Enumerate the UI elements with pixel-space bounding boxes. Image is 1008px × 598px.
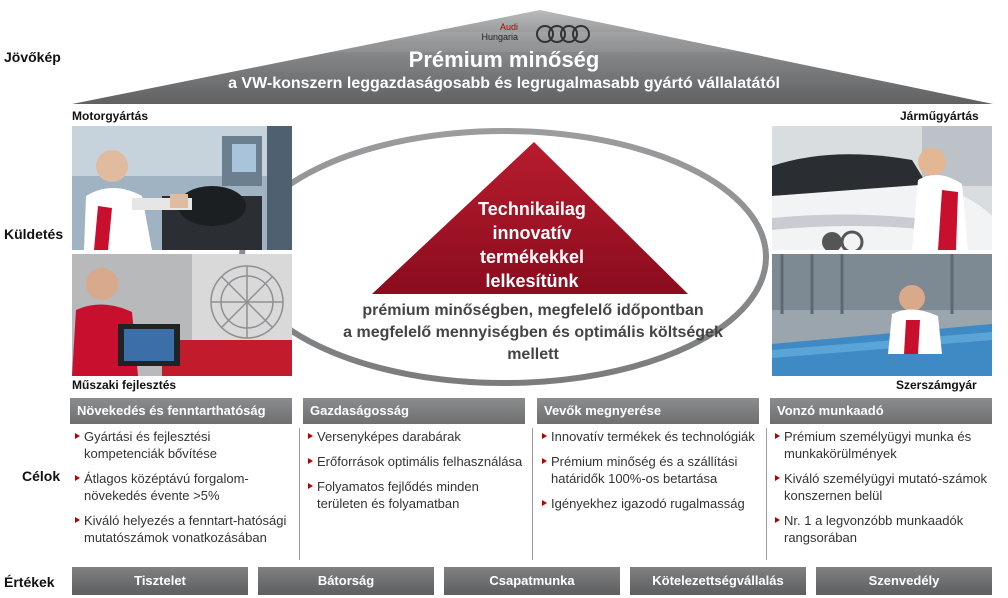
- vision-roof: [72, 10, 993, 104]
- goal-header-economy: Gazdaságosság: [303, 398, 525, 424]
- triangle-line-4: lelkesítünk: [485, 271, 579, 291]
- mission-triangle-text: Technikailag innovatív termékekkel lelke…: [432, 197, 632, 293]
- mission-line-2: a megfelelő mennyiségben és optimális kö…: [343, 324, 723, 341]
- goal-header-employer: Vonzó munkaadó: [770, 398, 992, 424]
- triangle-line-3: termékekkel: [479, 247, 585, 267]
- goal-divider: [532, 428, 533, 560]
- goal-item: Prémium minőség és a szállítási határidő…: [541, 453, 759, 487]
- goal-item: Igényekhez igazodó rugalmasság: [541, 495, 759, 512]
- tool-shop-photo: [772, 254, 992, 376]
- value-commitment: Kötelezettségvállalás: [630, 567, 806, 595]
- vision-row-label: Jövőkép: [4, 49, 61, 65]
- goal-divider: [299, 428, 300, 560]
- logo-brand: Audi: [499, 22, 518, 32]
- photo-label-engine: Motorgyártás: [72, 109, 149, 123]
- mission-statement: prémium minőségben, megfelelő időpontban…: [300, 300, 766, 366]
- mission-line-1: prémium minőségben, megfelelő időpontban: [362, 302, 704, 319]
- goal-item: Prémium személyügyi munka és munkakörülm…: [774, 428, 996, 462]
- goal-list-economy: Versenyképes darabárak Erőforrások optim…: [307, 428, 525, 520]
- goal-item: Folyamatos fejlődés minden területen és …: [307, 478, 525, 512]
- goal-header-customers: Vevők megnyerése: [537, 398, 759, 424]
- value-respect: Tisztelet: [72, 567, 248, 595]
- goal-item: Nr. 1 a legvonzóbb munkaadók rangsorában: [774, 512, 996, 546]
- triangle-line-1: Technikailag: [478, 199, 586, 219]
- mission-line-3: mellett: [507, 346, 559, 363]
- triangle-line-2: innovatív: [492, 223, 572, 243]
- value-teamwork: Csapatmunka: [444, 567, 620, 595]
- vision-subtitle: a VW-konszern leggazdaságosabb és legrug…: [228, 75, 780, 92]
- mission-triangle: [372, 142, 688, 294]
- photo-label-development: Műszaki fejlesztés: [72, 378, 177, 392]
- goal-list-growth: Gyártási és fejlesztési kompetenciák bőv…: [74, 428, 292, 554]
- goal-list-customers: Innovatív termékek és technológiák Prémi…: [541, 428, 759, 520]
- goal-divider: [766, 428, 767, 560]
- goal-item: Gyártási és fejlesztési kompetenciák bőv…: [74, 428, 292, 462]
- goal-item: Versenyképes darabárak: [307, 428, 525, 445]
- mission-row-label: Küldetés: [4, 226, 64, 242]
- engine-production-photo: [72, 126, 292, 250]
- vehicle-production-photo: [772, 126, 992, 250]
- goal-item: Kiváló személyügyi mutató-számok konszer…: [774, 470, 996, 504]
- value-courage: Bátorság: [258, 567, 434, 595]
- vision-title: Prémium minőség: [408, 47, 600, 72]
- goal-item: Átlagos középtávú forgalom-növekedés éve…: [74, 470, 292, 504]
- goal-item: Innovatív termékek és technológiák: [541, 428, 759, 445]
- photo-label-vehicle: Járműgyártás: [900, 109, 979, 123]
- value-passion: Szenvedély: [816, 567, 992, 595]
- goal-item: Erőforrások optimális felhasználása: [307, 453, 525, 470]
- goal-list-employer: Prémium személyügyi munka és munkakörülm…: [774, 428, 996, 554]
- logo-text: Audi Hungaria: [468, 22, 518, 42]
- goal-item: Kiváló helyezés a fenntart-hatósági muta…: [74, 512, 292, 546]
- technical-development-photo: [72, 254, 292, 376]
- audi-rings-icon: [536, 25, 590, 43]
- values-row-label: Értékek: [4, 574, 55, 590]
- goals-row-label: Célok: [22, 468, 61, 484]
- goal-header-growth: Növekedés és fenntarthatóság: [70, 398, 292, 424]
- logo-sub: Hungaria: [481, 32, 518, 42]
- photo-label-toolshop: Szerszámgyár: [896, 378, 977, 392]
